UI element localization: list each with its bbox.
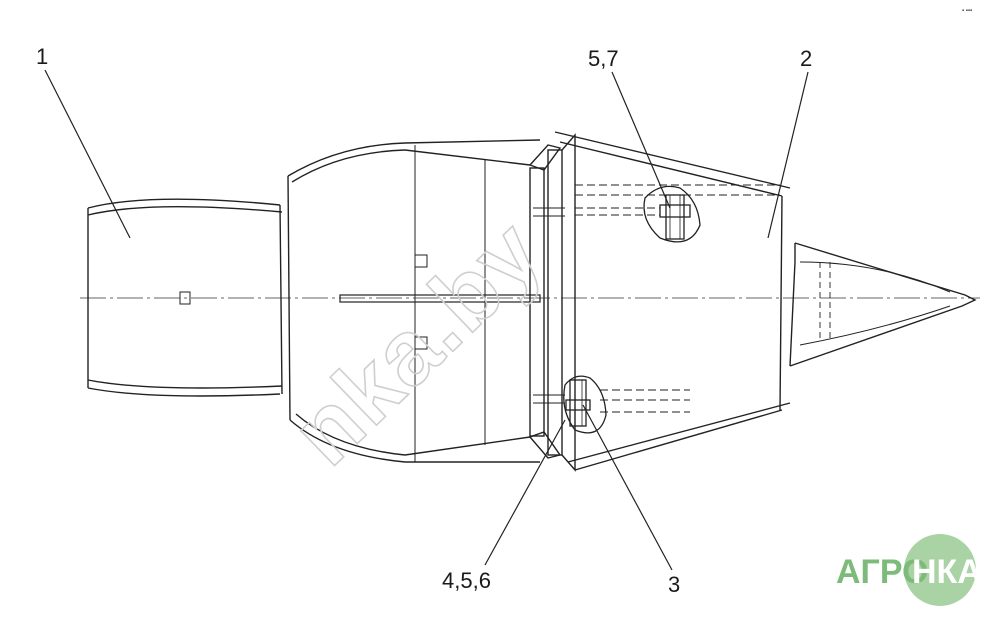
front-tip (789, 242, 977, 367)
callout-3: 3 (668, 572, 680, 597)
callout-2: 2 (800, 46, 812, 71)
leader-lines (44, 69, 809, 571)
part-2-housing (554, 131, 791, 471)
watermark-text: nka.by (273, 200, 562, 484)
logo-text-right: НКА (912, 553, 982, 591)
bolt-assembly-bottom (563, 375, 607, 434)
callout-5-7: 5,7 (588, 46, 619, 71)
agronka-logo: АГРО НКА (836, 534, 982, 606)
callout-4-5-6: 4,5,6 (442, 568, 491, 593)
bolt-assembly-top (643, 185, 701, 243)
part-1-sleeve (87, 198, 283, 397)
callout-1: 1 (36, 44, 48, 69)
corner-mark: ▪ ▪▪▪ (962, 8, 972, 14)
logo-circle (904, 534, 976, 606)
logo-text-left: АГРО (836, 553, 929, 591)
central-body (287, 139, 541, 463)
